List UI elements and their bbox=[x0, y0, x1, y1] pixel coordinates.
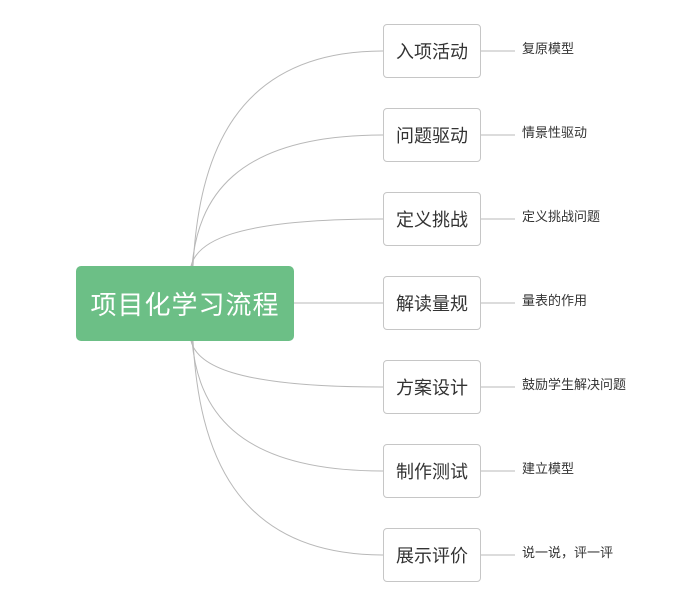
branch-node-7[interactable]: 展示评价 bbox=[383, 528, 481, 582]
branch-node-label: 展示评价 bbox=[396, 546, 468, 567]
branch-node-4[interactable]: 解读量规 bbox=[383, 276, 481, 330]
branch-node-label: 问题驱动 bbox=[396, 126, 468, 147]
branch-node-label: 方案设计 bbox=[396, 378, 468, 399]
branch-node-6[interactable]: 制作测试 bbox=[383, 444, 481, 498]
branch-node-label: 入项活动 bbox=[396, 42, 468, 63]
leaf-label-2[interactable]: 情景性驱动 bbox=[522, 126, 588, 141]
leaf-label-7[interactable]: 说一说，评一评 bbox=[522, 546, 614, 561]
branch-node-label: 制作测试 bbox=[396, 462, 468, 483]
branch-connector-2 bbox=[191, 134, 384, 267]
branch-connector-5 bbox=[190, 340, 384, 388]
root-node[interactable]: 项目化学习流程 bbox=[76, 266, 294, 341]
leaf-label-4[interactable]: 量表的作用 bbox=[522, 294, 588, 309]
branch-node-label: 定义挑战 bbox=[396, 210, 468, 231]
leaf-label-1[interactable]: 复原模型 bbox=[522, 42, 575, 57]
leaf-label-6[interactable]: 建立模型 bbox=[522, 462, 575, 477]
branch-node-2[interactable]: 问题驱动 bbox=[383, 108, 481, 162]
branch-node-1[interactable]: 入项活动 bbox=[383, 24, 481, 78]
root-node-label: 项目化学习流程 bbox=[90, 291, 280, 321]
branch-connector-3 bbox=[190, 218, 384, 267]
branch-connector-1 bbox=[192, 50, 384, 267]
leaf-label-3[interactable]: 定义挑战问题 bbox=[522, 210, 601, 225]
branch-node-label: 解读量规 bbox=[396, 294, 468, 315]
branch-connector-7 bbox=[192, 340, 384, 556]
branch-node-5[interactable]: 方案设计 bbox=[383, 360, 481, 414]
branch-connector-6 bbox=[191, 340, 384, 472]
branch-node-3[interactable]: 定义挑战 bbox=[383, 192, 481, 246]
leaf-label-5[interactable]: 鼓励学生解决问题 bbox=[522, 378, 627, 393]
